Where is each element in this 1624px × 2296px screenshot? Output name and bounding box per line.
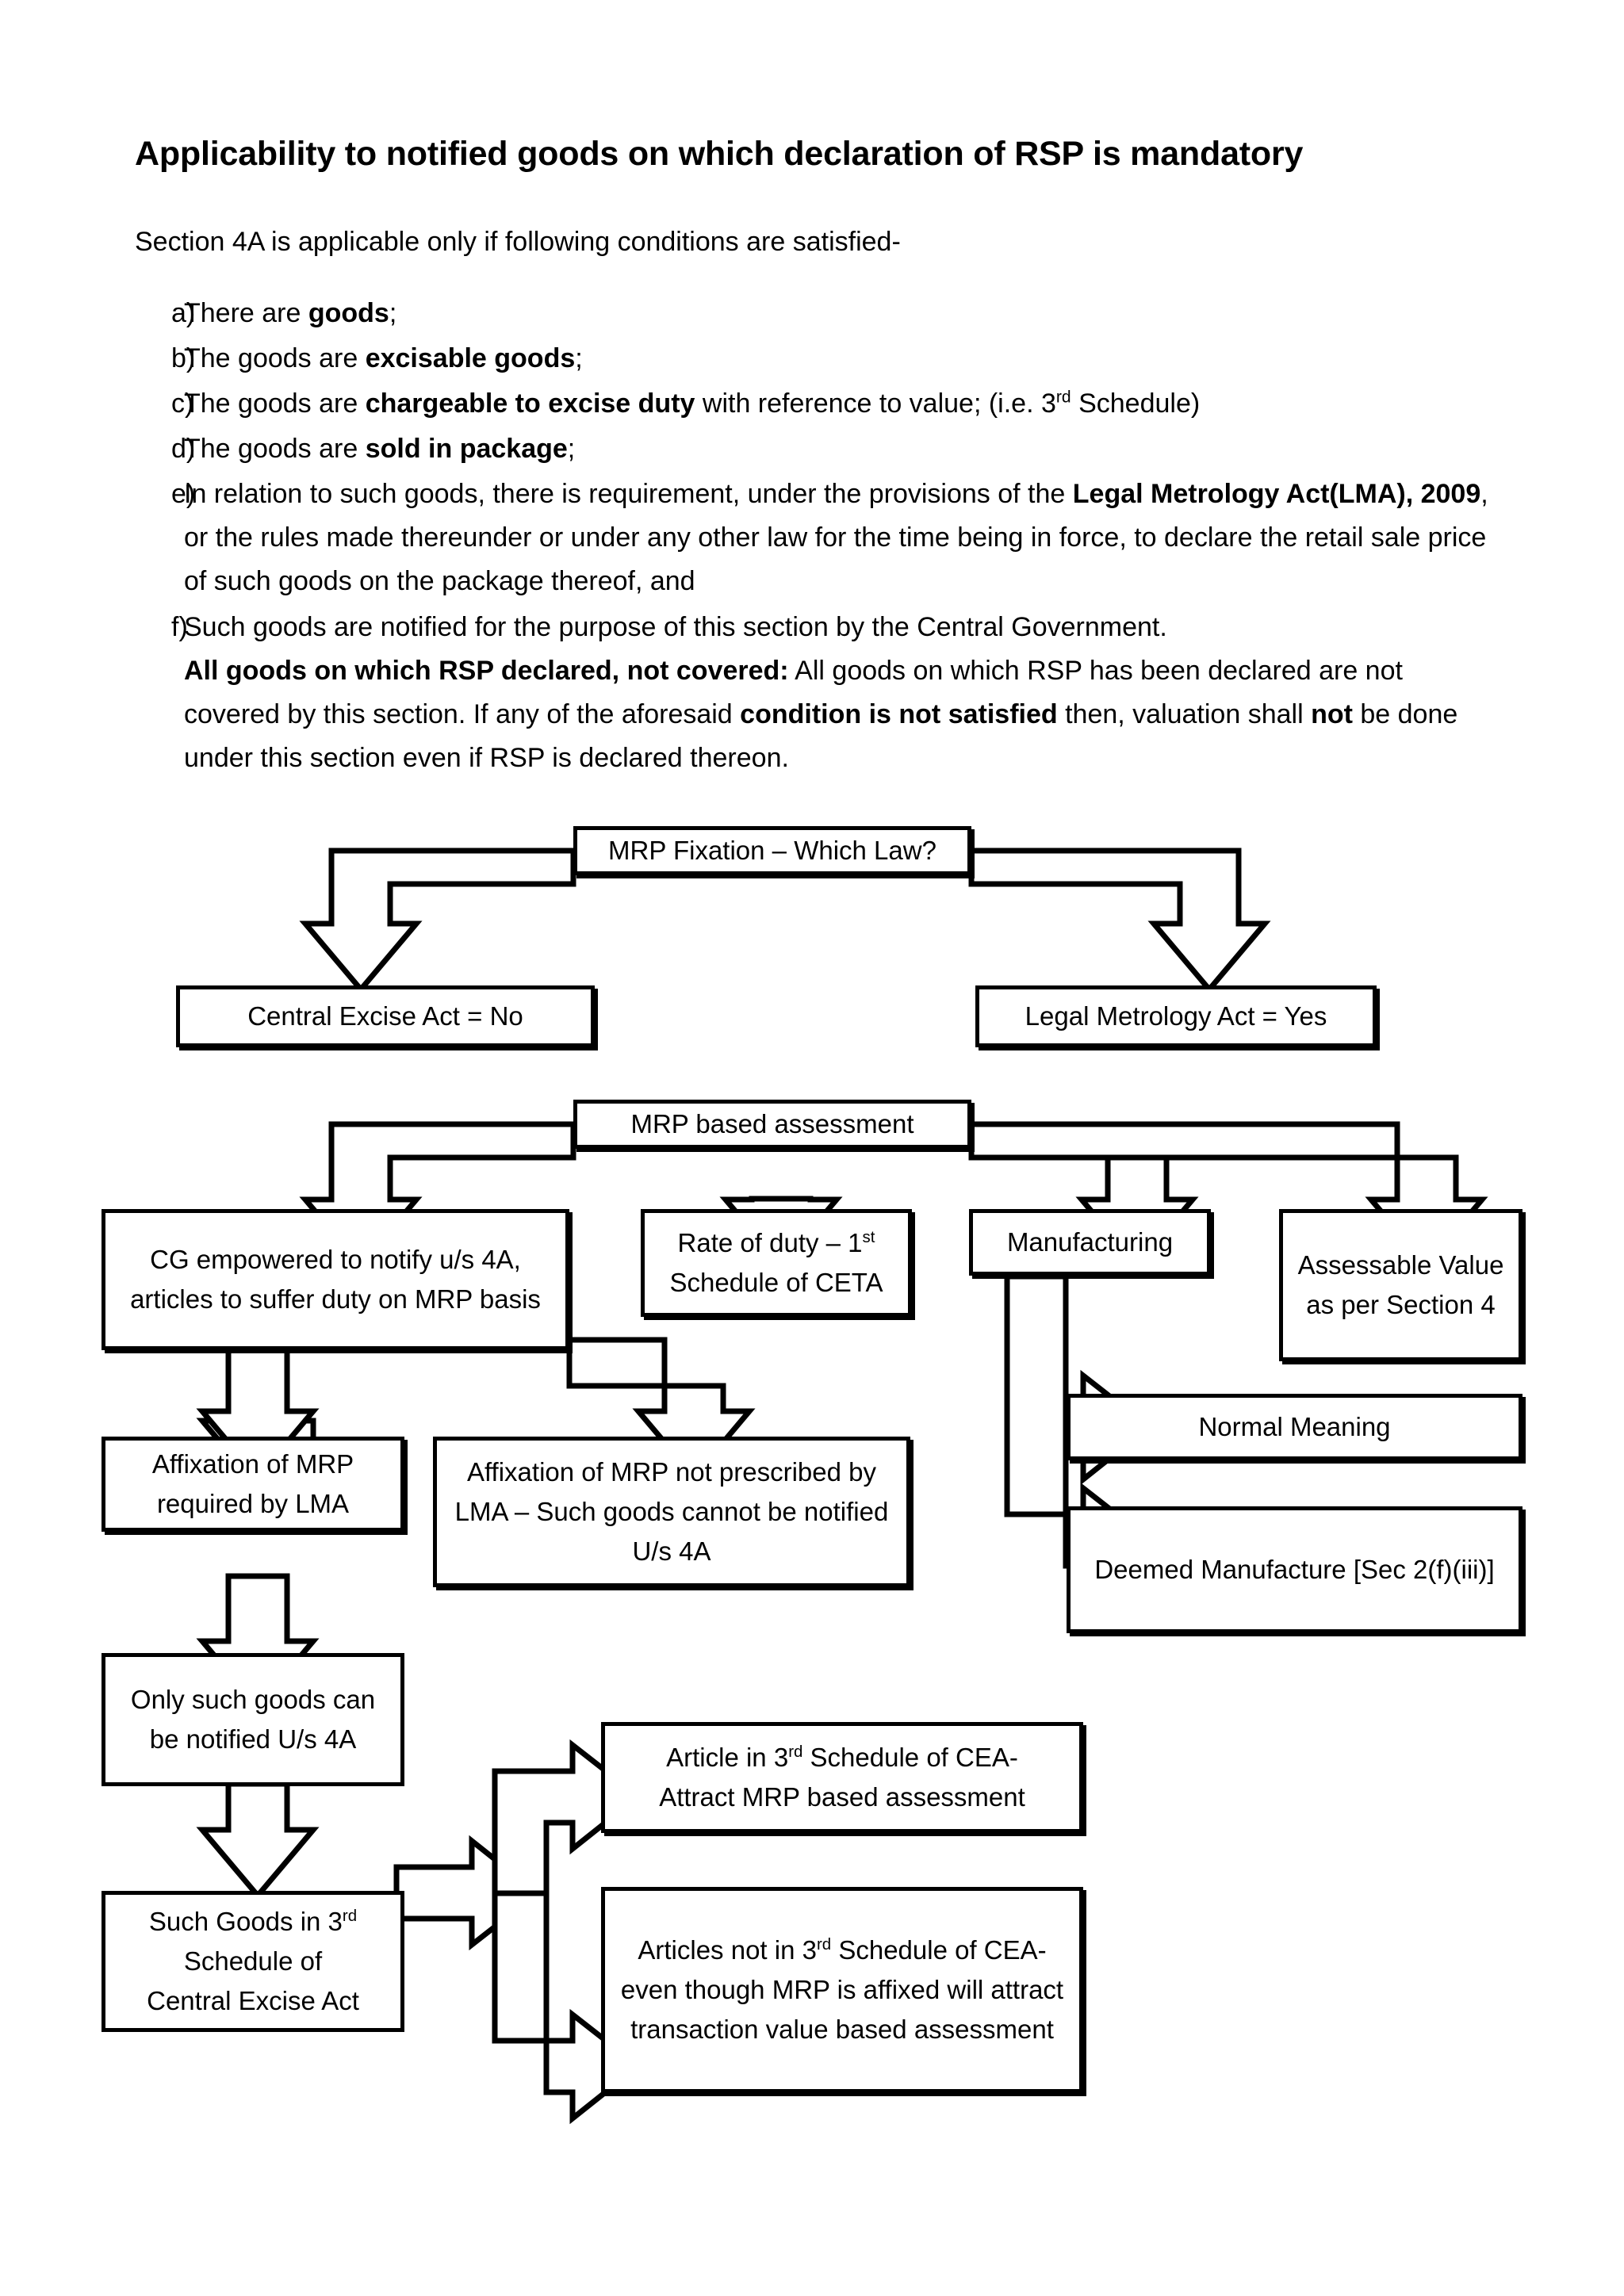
node-label: Only such goods can be notified U/s 4A xyxy=(130,1684,376,1754)
list-item: d) The goods are sold in package; xyxy=(135,427,1515,471)
conditions-list: a) There are goods; b) The goods are exc… xyxy=(135,292,1515,782)
list-text: In relation to such goods, there is requ… xyxy=(184,479,1488,597)
node-cg-empowered[interactable]: CG empowered to notify u/s 4A, articles … xyxy=(102,1209,569,1350)
node-label: MRP Fixation – Which Law? xyxy=(608,835,936,865)
list-marker: d) xyxy=(171,434,196,465)
node-label: Legal Metrology Act = Yes xyxy=(1025,1001,1327,1031)
node-central-excise-no[interactable]: Central Excise Act = No xyxy=(176,985,595,1047)
intro-paragraph: Section 4A is applicable only if followi… xyxy=(135,227,901,257)
node-assessable-value[interactable]: Assessable Value as per Section 4 xyxy=(1279,1209,1522,1361)
list-marker: a) xyxy=(171,298,196,328)
node-label: Assessable Value as per Section 4 xyxy=(1297,1249,1504,1319)
node-label: MRP based assessment xyxy=(630,1108,914,1138)
list-marker: f) xyxy=(171,611,188,642)
list-item: b) The goods are excisable goods; xyxy=(135,337,1515,381)
list-item: f) Such goods are notified for the purpo… xyxy=(135,606,1515,780)
list-text: Such goods are notified for the purpose … xyxy=(184,611,1458,773)
list-text: The goods are excisable goods; xyxy=(184,343,583,374)
list-marker: e) xyxy=(171,479,196,510)
node-only-such-goods[interactable]: Only such goods can be notified U/s 4A xyxy=(102,1653,404,1786)
arrow-mrp-fixation-to-legal-metrology xyxy=(968,848,1271,994)
node-manufacturing[interactable]: Manufacturing xyxy=(969,1209,1211,1276)
list-marker: c) xyxy=(171,388,194,419)
node-affixation-required[interactable]: Affixation of MRP required by LMA xyxy=(102,1437,404,1532)
node-label: Deemed Manufacture [Sec 2(f)(iii)] xyxy=(1094,1554,1495,1584)
node-affixation-not-prescribed[interactable]: Affixation of MRP not prescribed by LMA … xyxy=(433,1437,910,1587)
list-item: e) In relation to such goods, there is r… xyxy=(135,473,1515,603)
node-mrp-based-assessment[interactable]: MRP based assessment xyxy=(573,1100,971,1149)
arrow-mrp-fixation-to-central-excise xyxy=(299,848,576,994)
list-text: The goods are chargeable to excise duty … xyxy=(184,388,1201,419)
node-mrp-fixation[interactable]: MRP Fixation – Which Law? xyxy=(573,826,971,875)
list-item: c) The goods are chargeable to excise du… xyxy=(135,382,1515,426)
node-article-in-third-schedule[interactable]: Article in 3rd Schedule of CEA-Attract M… xyxy=(601,1722,1083,1833)
list-marker: b) xyxy=(171,343,196,374)
node-label: Affixation of MRP not prescribed by LMA … xyxy=(454,1456,889,1567)
list-text: There are goods; xyxy=(184,298,397,328)
list-text: The goods are sold in package; xyxy=(184,434,576,465)
node-label: Manufacturing xyxy=(1006,1226,1174,1257)
node-label: Articles not in 3rd Schedule of CEA- eve… xyxy=(620,1934,1064,2045)
node-articles-not-in-third-schedule[interactable]: Articles not in 3rd Schedule of CEA- eve… xyxy=(601,1887,1083,2093)
node-normal-meaning[interactable]: Normal Meaning xyxy=(1067,1394,1522,1460)
list-item: a) There are goods; xyxy=(135,292,1515,335)
node-label: Normal Meaning xyxy=(1198,1411,1391,1441)
page-title: Applicability to notified goods on which… xyxy=(135,135,1304,173)
node-deemed-manufacture[interactable]: Deemed Manufacture [Sec 2(f)(iii)] xyxy=(1067,1506,1522,1633)
node-label: Central Excise Act = No xyxy=(247,1001,523,1031)
node-label: Affixation of MRP required by LMA xyxy=(151,1448,354,1518)
arrow-only-such-goods-to-such-goods-third-schedule xyxy=(196,1781,320,1900)
node-legal-metrology-yes[interactable]: Legal Metrology Act = Yes xyxy=(975,985,1377,1047)
node-label: CG empowered to notify u/s 4A, articles … xyxy=(130,1244,541,1314)
node-label: Article in 3rd Schedule of CEA-Attract M… xyxy=(659,1742,1025,1812)
